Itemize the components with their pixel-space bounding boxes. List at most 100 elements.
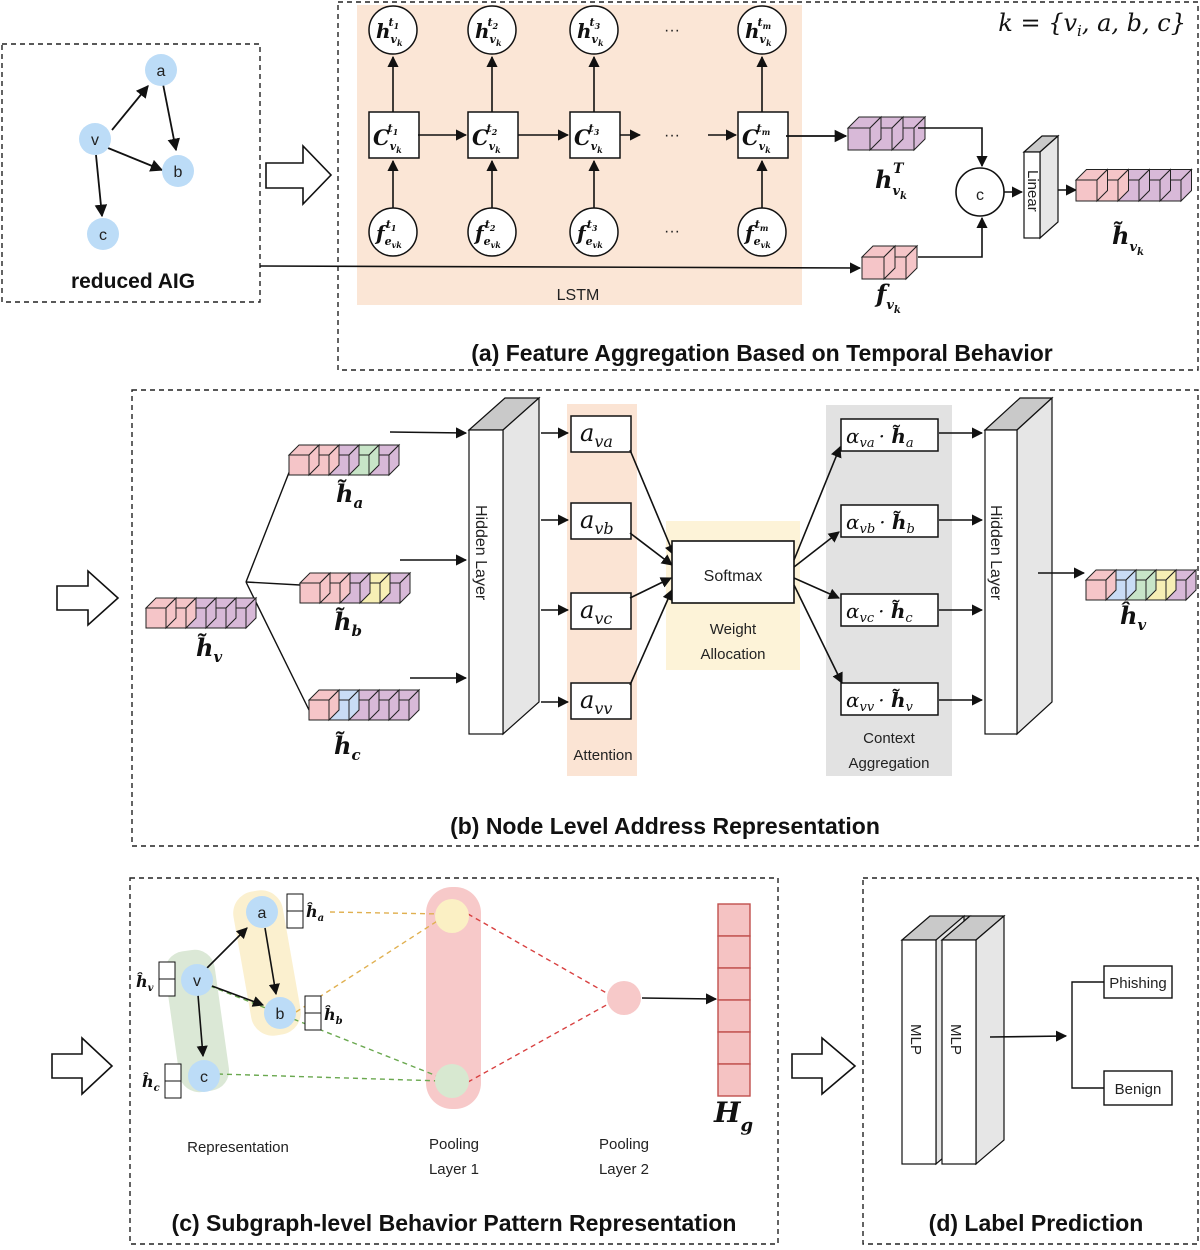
linear-layer: Linear	[1022, 134, 1060, 240]
c-label-v: v	[193, 973, 201, 990]
aig-node-b	[162, 155, 194, 187]
rep-green-region	[164, 949, 230, 1093]
h-state-node	[569, 5, 619, 55]
hv-tilde-vector	[144, 596, 258, 630]
c-node-b	[264, 997, 296, 1029]
panel-a: LSTM k = {vi, a, b, c} hvkt1Cvkt1fevkt1h…	[259, 1, 1199, 371]
linear-label: Linear	[1024, 170, 1041, 212]
hg-cell	[717, 1031, 751, 1065]
hv-hat-label: ĥv	[1120, 601, 1146, 634]
h-state-label: hvkt3	[577, 16, 604, 48]
pooling1-label-2: Layer 1	[429, 1161, 479, 1178]
attention-weight-label: ava	[580, 419, 613, 451]
benign-box	[1103, 1070, 1173, 1106]
attention-weight-label: avv	[580, 686, 612, 718]
f-vk-label: fvk	[874, 279, 901, 316]
aig-to-f-arrow	[259, 262, 862, 274]
h-tilde-vk-label: h̃vk	[1112, 221, 1144, 258]
hT-label: hvkT	[875, 161, 907, 202]
context-weight-label: αvc· h̃c	[846, 599, 913, 626]
cell-state-label: Cvktm	[742, 122, 771, 155]
context-weight-box	[840, 504, 939, 538]
h-state-label: hvktm	[745, 16, 772, 48]
vec-hv-label: ĥv	[136, 971, 154, 994]
phishing-box	[1103, 965, 1173, 999]
c-node-v	[181, 964, 213, 996]
vec-ha-label: ĥa	[306, 901, 324, 924]
attention-weight-label: avb	[580, 506, 614, 538]
ha-tilde-vector	[287, 443, 401, 477]
mlp-label-2: MLP	[947, 1024, 964, 1055]
aig-node-c	[87, 218, 119, 250]
cell-state-box	[467, 111, 519, 159]
benign-label: Benign	[1115, 1081, 1162, 1098]
hg-cell	[717, 1063, 751, 1097]
aig-title: reduced AIG	[71, 270, 195, 293]
attention-weight-box	[570, 502, 632, 540]
pool1-node-bottom	[435, 1064, 469, 1098]
hg-vector	[717, 903, 751, 1097]
hb-tilde-label: h̃b	[334, 607, 362, 640]
h-state-node	[467, 5, 517, 55]
pooling2-label-1: Pooling	[599, 1136, 649, 1153]
panel-c-title: (c) Subgraph-level Behavior Pattern Repr…	[172, 1210, 737, 1236]
pooling2-label-2: Layer 2	[599, 1161, 649, 1178]
flow-arrow-to-b	[56, 569, 120, 627]
panel-b-title: (b) Node Level Address Representation	[450, 813, 880, 839]
f-input-label: fevktm	[743, 218, 771, 250]
vec-hb-label: ĥb	[324, 1004, 343, 1027]
f-vector	[860, 244, 919, 281]
mlp-block-2: MLP	[940, 914, 1006, 1166]
panel-b: h̃v h̃a h̃b h̃c Hidden Layer avaavbavcav…	[131, 389, 1199, 847]
panel-a-title: (a) Feature Aggregation Based on Tempora…	[471, 340, 1053, 366]
attention-weight-label: avc	[580, 596, 612, 628]
context-label-1: Context	[863, 730, 916, 747]
h-state-label: hvkt1	[376, 16, 403, 48]
ellipsis: ···	[664, 127, 680, 144]
cell-state-box	[737, 111, 789, 159]
softmax-box	[671, 540, 795, 604]
aig-label-v: v	[91, 132, 99, 149]
phishing-label: Phishing	[1109, 975, 1167, 992]
pool2-node	[607, 981, 641, 1015]
hg-cell	[717, 935, 751, 969]
f-input-label: fevkt1	[374, 218, 402, 250]
pool1-node-top	[435, 899, 469, 933]
reduced-aig-panel: v a b c reduced AIG	[1, 43, 261, 303]
hidden-layer-1-label: Hidden Layer	[472, 505, 489, 601]
c-label-c: c	[200, 1069, 208, 1086]
c-node-a	[246, 896, 278, 928]
aig-label-b: b	[174, 164, 183, 181]
hg-cell	[717, 999, 751, 1033]
panel-c: v a b c ĥv ĥa ĥb ĥc Hg Representation Po…	[129, 877, 779, 1245]
hv-hat-vector	[1084, 568, 1198, 602]
attention-weight-box	[570, 592, 632, 630]
flow-arrow-to-d	[791, 1036, 857, 1096]
aig-label-a: a	[157, 63, 166, 80]
c-label-b: b	[276, 1006, 285, 1023]
cell-state-label: Cvkt1	[373, 122, 402, 155]
f-input-label: fevkt3	[575, 218, 603, 250]
h-state-node	[368, 5, 418, 55]
k-set-label: k = {vi, a, b, c}	[998, 9, 1186, 40]
hg-label: Hg	[713, 1096, 753, 1136]
cell-state-label: Cvkt2	[472, 122, 501, 155]
hc-tilde-vector	[307, 688, 421, 722]
mlp-label-1: MLP	[907, 1024, 924, 1055]
flow-arrow-aig-to-a	[265, 144, 333, 206]
weight-allocation-label-1: Weight	[710, 621, 757, 638]
hidden-layer-2-label: Hidden Layer	[987, 505, 1004, 601]
concat-label: c	[976, 187, 984, 204]
aig-node-v	[79, 123, 111, 155]
context-weight-label: αvv· h̃v	[846, 688, 913, 715]
hg-cell	[717, 967, 751, 1001]
vec-hc	[164, 1063, 182, 1099]
hv-tilde-label: h̃v	[196, 633, 222, 666]
attention-weight-box	[570, 682, 632, 720]
attention-background	[567, 404, 637, 776]
context-weight-box	[840, 418, 939, 452]
vec-ha	[286, 893, 304, 929]
